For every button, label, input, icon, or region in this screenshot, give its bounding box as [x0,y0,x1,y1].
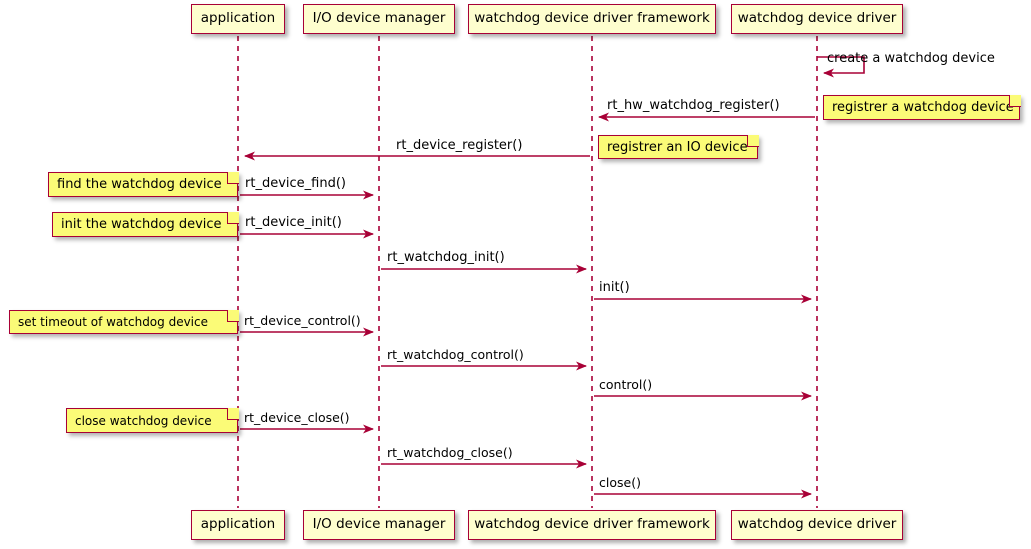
participant-label: watchdog device driver [737,516,897,533]
participant-footer-watchdog-device-driver[interactable]: watchdog device driver [731,510,903,540]
participant-footer-io-device-manager[interactable]: I/O device manager [303,510,455,540]
participant-label: I/O device manager [312,516,446,533]
message-label-rt-device-close: rt_device_close() [244,410,350,425]
note-registrer-an-io-device: registrer an IO device [598,134,759,159]
participant-label: application [200,10,276,27]
message-label-init: init() [599,280,630,295]
participant-label: watchdog device driver [737,10,897,27]
participant-label: application [200,516,276,533]
note-text: registrer an IO device [607,139,748,155]
message-label-close: close() [599,475,641,490]
lifelines [237,36,818,508]
note-text: close watchdog device [75,413,212,428]
message-arrows [240,56,865,499]
note-init-the-watchdog-device: init the watchdog device [52,211,239,237]
participant-footer-watchdog-device-driver-framework[interactable]: watchdog device driver framework [468,510,716,540]
message-label-rt-device-control: rt_device_control() [244,313,361,328]
message-label-rt-device-init: rt_device_init() [245,215,342,230]
note-close-watchdog-device: close watchdog device [66,407,239,433]
note-fold-corner [226,407,239,420]
participant-label: watchdog device driver framework [474,10,710,27]
message-label-rt-device-register: rt_device_register() [396,138,523,153]
arrow-create-a-watchdog-device [817,56,865,78]
note-text: init the watchdog device [61,217,222,232]
participant-label: watchdog device driver framework [474,516,710,533]
note-registrer-a-watchdog-device: registrer a watchdog device [823,94,1021,120]
participant-label: I/O device manager [312,10,446,27]
message-label-control: control() [599,377,653,392]
note-text: find the watchdog device [57,177,222,192]
note-find-the-watchdog-device: find the watchdog device [48,171,239,197]
message-label-rt-watchdog-init: rt_watchdog_init() [387,250,505,265]
message-label-rt-watchdog-control: rt_watchdog_control() [387,347,524,362]
note-set-timeout-of-watchdog-device: set timeout of watchdog device [9,309,239,334]
note-fold-corner [226,309,239,322]
participant-header-watchdog-device-driver[interactable]: watchdog device driver [731,4,903,34]
message-label-rt-watchdog-close: rt_watchdog_close() [387,445,513,460]
participant-header-application[interactable]: application [191,4,285,34]
note-fold-corner [746,134,759,147]
message-label-rt-device-find: rt_device_find() [245,176,346,191]
note-text: set timeout of watchdog device [18,315,208,329]
note-text: registrer a watchdog device [832,100,1014,115]
note-fold-corner [226,211,239,224]
message-label-rt-hw-watchdog-register: rt_hw_watchdog_register() [607,98,780,113]
participant-footer-application[interactable]: application [191,510,285,540]
note-fold-corner [226,171,239,184]
participant-header-watchdog-device-driver-framework[interactable]: watchdog device driver framework [468,4,716,34]
participant-header-io-device-manager[interactable]: I/O device manager [303,4,455,34]
note-fold-corner [1008,94,1021,107]
message-label-create-a-watchdog-device: create a watchdog device [827,51,995,66]
